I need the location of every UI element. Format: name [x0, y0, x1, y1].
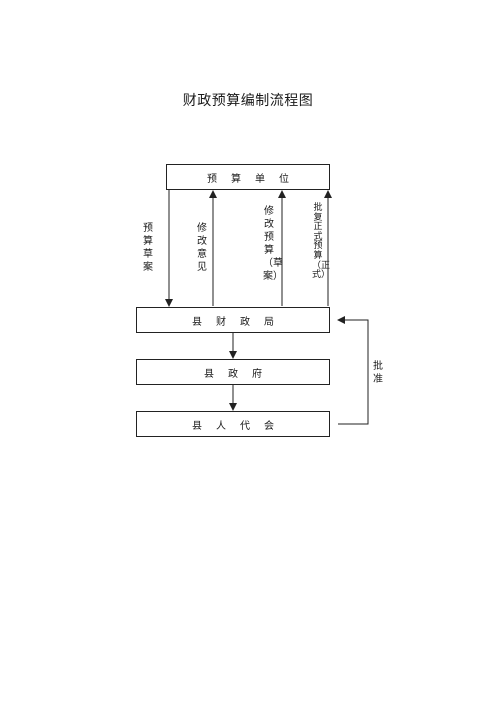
- node-county-finance-bureau: 县财政局: [136, 307, 330, 333]
- label-approved-budget: 批复正式预算（正式）: [312, 203, 331, 281]
- node-county-government: 县政府: [136, 359, 330, 385]
- label-budget-draft: 预算草案: [143, 223, 153, 273]
- label-revision-opinion: 修改意见: [197, 223, 207, 273]
- node-county-peoples-congress: 县人代会: [136, 411, 330, 437]
- page-title: 财政预算编制流程图: [182, 93, 314, 109]
- label-approve: 批准: [373, 361, 383, 385]
- node-budget-unit: 预算单位: [166, 164, 330, 190]
- label-revised-budget: 修改预算（草案）: [263, 206, 283, 282]
- arrow-approve: [337, 316, 369, 425]
